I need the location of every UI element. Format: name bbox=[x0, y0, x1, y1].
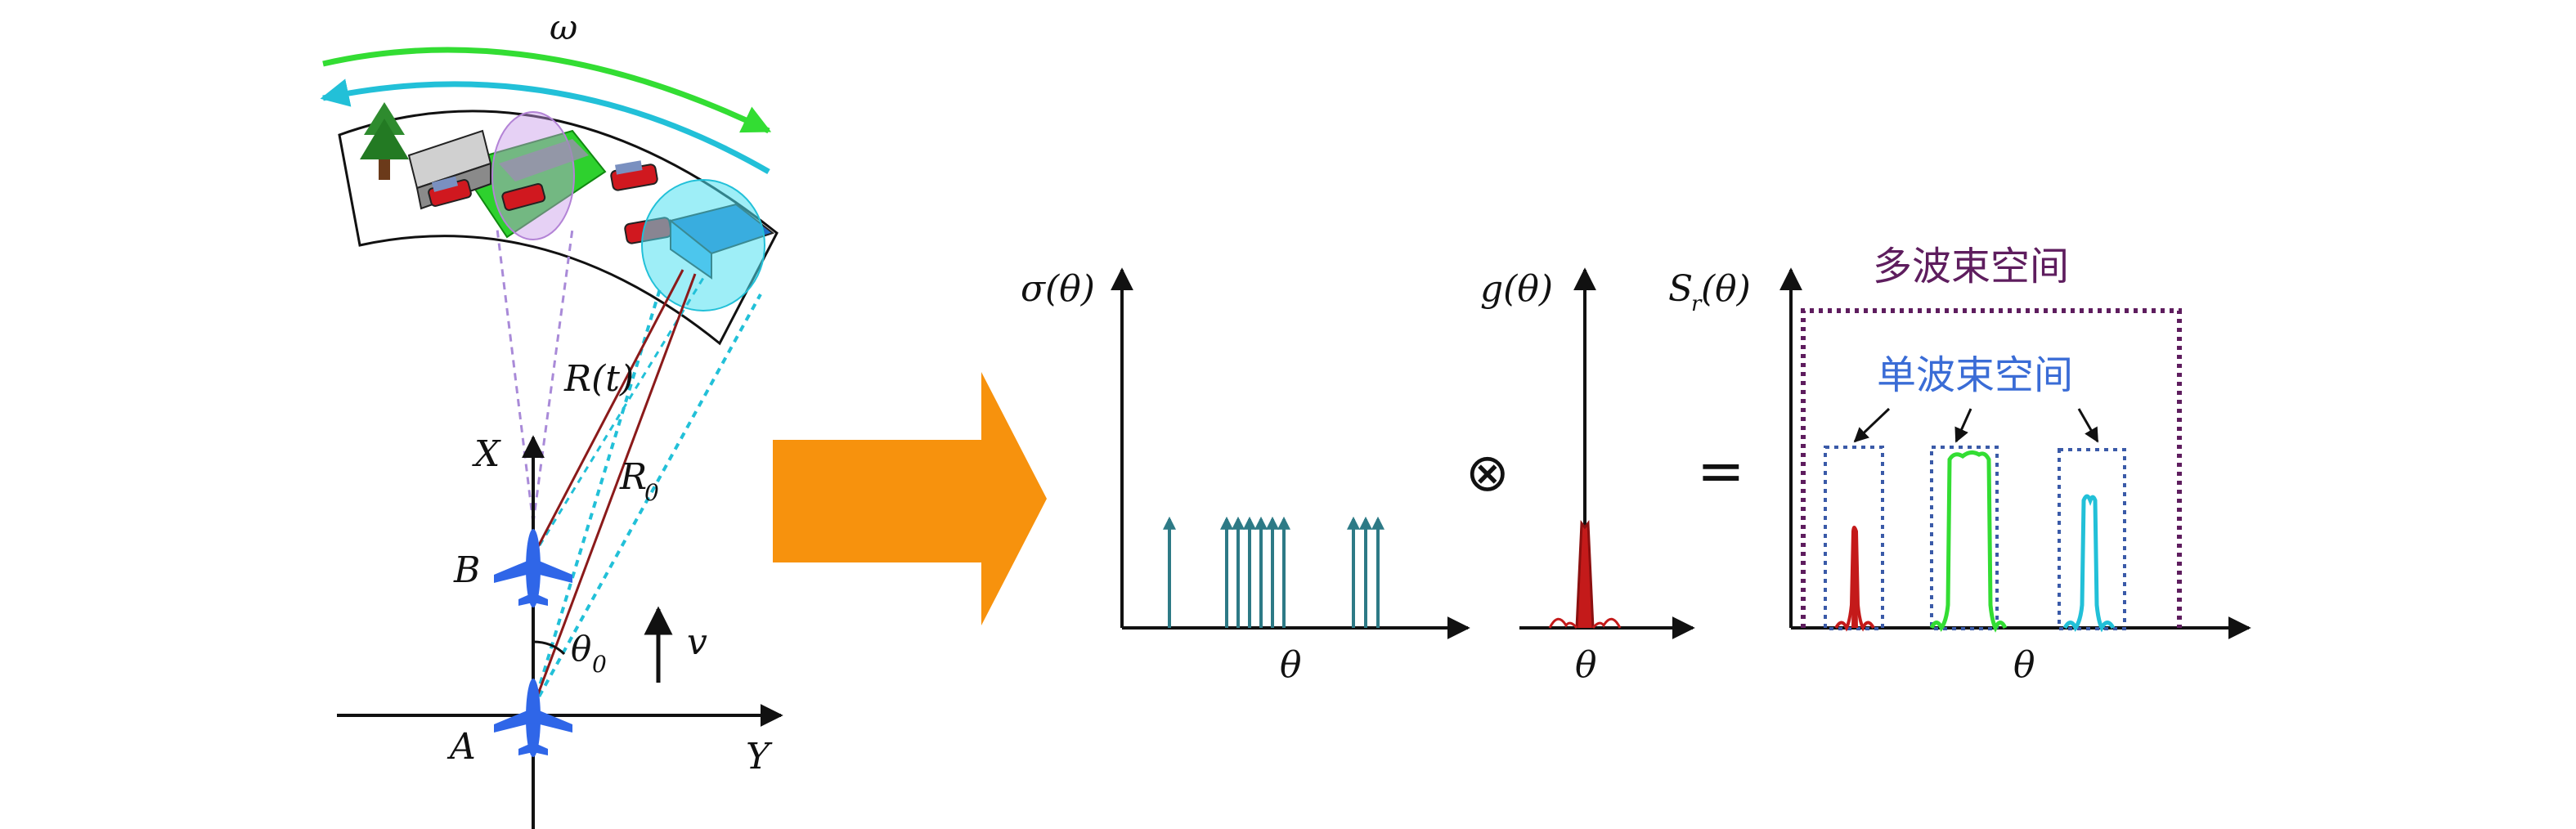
velocity-label: v bbox=[687, 621, 707, 663]
rotation-arrow-green bbox=[322, 47, 772, 134]
beam-footprint-cyan bbox=[641, 179, 765, 311]
rotation-arrow-cyan bbox=[320, 78, 770, 175]
pointer-arrow-1 bbox=[1853, 407, 1891, 443]
sr-label-main: S bbox=[1668, 268, 1693, 310]
range-line-0 bbox=[532, 273, 697, 708]
omega-label: ω bbox=[550, 7, 577, 47]
plane-icon-b bbox=[494, 529, 572, 607]
car-icon-1 bbox=[428, 176, 472, 207]
sr-theta-label: θ bbox=[2013, 644, 2035, 686]
car-icon-3 bbox=[610, 160, 658, 191]
beam-line-cyan-b bbox=[532, 277, 705, 557]
x-axis-label: X bbox=[472, 433, 501, 475]
g-sidelobes bbox=[1548, 617, 1622, 629]
impulse-group bbox=[1163, 516, 1384, 628]
beam-line-purple-left bbox=[496, 228, 535, 524]
angle-arc bbox=[532, 640, 566, 656]
convolve-symbol: ⊗ bbox=[1465, 443, 1510, 504]
plot-sigma: σ(θ) θ bbox=[1021, 267, 1470, 686]
response-cyan bbox=[2062, 494, 2116, 633]
big-process-arrow bbox=[773, 372, 1047, 625]
equals-symbol: = bbox=[1697, 437, 1745, 504]
range-line-t bbox=[532, 269, 684, 557]
sr-label-subscript: r bbox=[1691, 292, 1703, 316]
single-beam-box-3 bbox=[2058, 448, 2126, 630]
tree-icon bbox=[360, 102, 409, 180]
plane-icon-a bbox=[494, 679, 572, 757]
single-beam-label: 单波束空间 bbox=[1877, 352, 2073, 398]
beam-line-purple-right bbox=[532, 228, 574, 524]
response-red-fill bbox=[1851, 527, 1858, 628]
multi-beam-label: 多波束空间 bbox=[1873, 244, 2069, 289]
angle-label: θ bbox=[571, 629, 591, 669]
pointer-arrow-3 bbox=[2077, 408, 2099, 443]
range-t-label: R(t) bbox=[563, 358, 634, 400]
range-0-subscript: 0 bbox=[644, 479, 659, 506]
g-label: g(θ) bbox=[1480, 268, 1553, 310]
sr-label-rest: (θ) bbox=[1701, 268, 1751, 310]
pointer-arrow-2 bbox=[1954, 408, 1972, 443]
beam-line-cyan-right bbox=[532, 294, 762, 708]
point-a-label: A bbox=[447, 726, 476, 768]
sigma-theta-label: θ bbox=[1280, 644, 1302, 686]
response-green bbox=[1929, 450, 2008, 633]
y-axis-label: Y bbox=[746, 736, 773, 777]
road bbox=[499, 139, 589, 181]
plot-g: g(θ) θ bbox=[1480, 267, 1695, 686]
single-beam-box-1 bbox=[1824, 446, 1884, 630]
car-icon-2 bbox=[501, 182, 546, 211]
scene-group: ω bbox=[320, 7, 783, 829]
sigma-label: σ(θ) bbox=[1021, 268, 1095, 310]
g-mainlobe bbox=[1575, 519, 1595, 629]
plot-sr: S r (θ) θ 多波束空间 单波束空间 bbox=[1668, 244, 2251, 686]
beam-footprint-purple bbox=[491, 111, 575, 240]
multi-beam-box bbox=[1801, 308, 2182, 628]
point-b-label: B bbox=[453, 549, 480, 591]
single-beam-box-2 bbox=[1930, 446, 1999, 630]
g-theta-label: θ bbox=[1575, 644, 1597, 686]
range-0-label: R bbox=[619, 456, 647, 498]
angle-subscript: 0 bbox=[592, 651, 607, 678]
